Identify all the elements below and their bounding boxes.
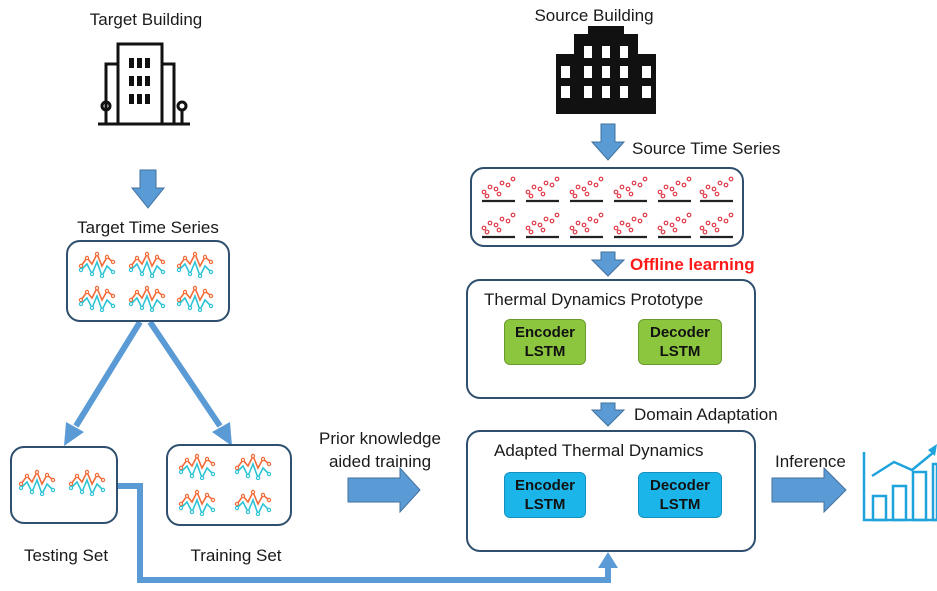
adapted-decoder-lstm: Decoder LSTM — [638, 472, 722, 518]
adapted-panel: Adapted Thermal Dynamics Encoder LSTM De… — [466, 430, 756, 552]
prior-knowledge-label: Prior knowledge aided training — [319, 427, 441, 473]
source-time-series-label: Source Time Series — [632, 139, 781, 158]
training-set-label: Training Set — [190, 546, 282, 565]
adapted-decoder-line1: Decoder — [649, 477, 711, 494]
prototype-title: Thermal Dynamics Prototype — [484, 290, 704, 309]
prototype-encoder-lstm: Encoder LSTM — [504, 319, 586, 365]
source-series-thumbnails — [480, 176, 734, 239]
inference-chart-icon — [862, 444, 937, 522]
arrow-to-testing — [64, 320, 143, 446]
target-time-series-panel — [66, 240, 230, 322]
arrow-testing-to-adapted — [118, 483, 618, 583]
adapted-title: Adapted Thermal Dynamics — [494, 441, 704, 460]
arrow-to-training — [147, 320, 232, 446]
offline-learning-label: Offline learning — [630, 255, 755, 274]
prototype-encoder-line2: LSTM — [524, 343, 566, 360]
training-series-thumbnails — [178, 453, 272, 516]
inference-label: Inference — [775, 452, 846, 471]
adapted-decoder-line2: LSTM — [659, 496, 701, 513]
prototype-decoder-line1: Decoder — [649, 324, 711, 341]
target-building-icon — [98, 42, 190, 126]
training-set-panel — [166, 444, 292, 526]
prototype-decoder-line2: LSTM — [659, 343, 701, 360]
source-building-label: Source Building — [534, 6, 654, 25]
arrow-domain-down — [590, 402, 626, 427]
testing-series-thumbnails — [18, 469, 106, 496]
arrow-inference-right — [771, 466, 847, 514]
arrow-target-down — [130, 169, 166, 209]
testing-set-panel — [10, 446, 118, 524]
prior-knowledge-line2: aided training — [328, 452, 432, 471]
target-time-series-label: Target Time Series — [77, 218, 219, 237]
arrow-prior-right — [347, 466, 421, 514]
prototype-decoder-lstm: Decoder LSTM — [638, 319, 722, 365]
source-building-icon — [556, 26, 656, 114]
testing-set-label: Testing Set — [23, 546, 109, 565]
target-series-thumbnails — [78, 251, 214, 312]
target-building-label: Target Building — [89, 10, 203, 29]
prior-knowledge-line1: Prior knowledge — [319, 429, 441, 448]
source-time-series-panel — [470, 167, 744, 247]
prototype-encoder-line1: Encoder — [514, 324, 575, 341]
adapted-encoder-line2: LSTM — [524, 496, 566, 513]
domain-adaptation-label: Domain Adaptation — [634, 405, 778, 424]
prototype-panel: Thermal Dynamics Prototype Encoder LSTM … — [466, 279, 756, 399]
arrow-source-down — [590, 123, 626, 161]
adapted-encoder-line1: Encoder — [514, 477, 575, 494]
adapted-encoder-lstm: Encoder LSTM — [504, 472, 586, 518]
arrow-offline-down — [590, 251, 626, 277]
